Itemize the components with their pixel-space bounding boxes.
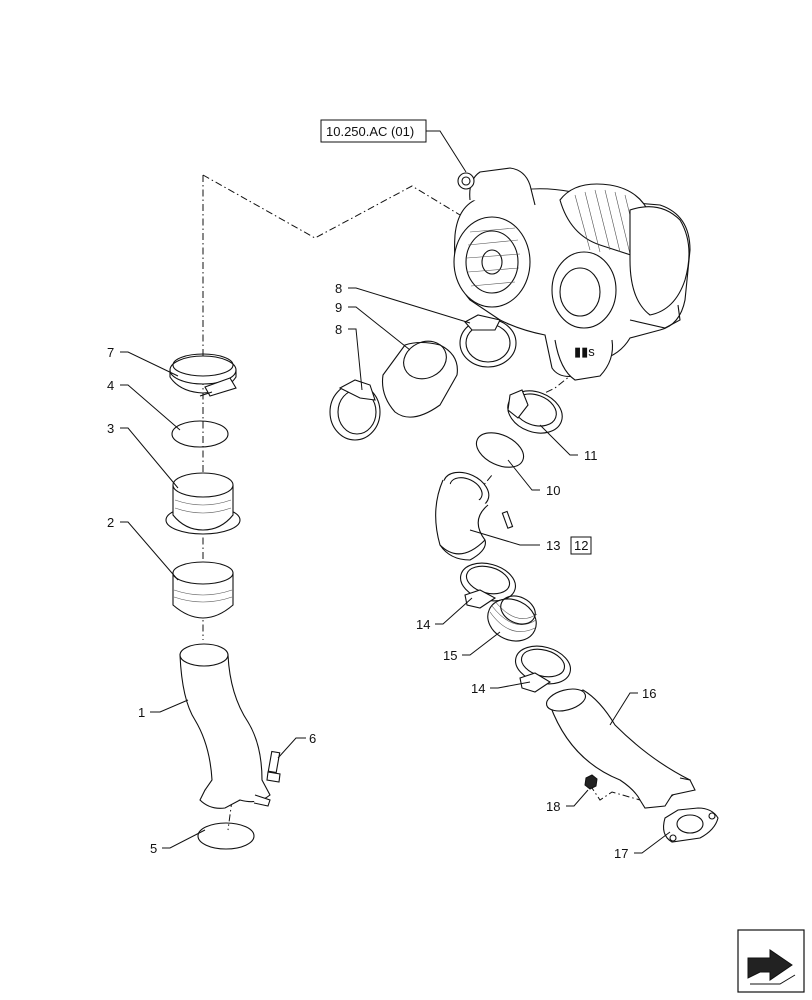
callout-4: 4 (107, 378, 114, 393)
callout-3: 3 (107, 421, 114, 436)
callout-11: 11 (584, 448, 598, 463)
callout-7: 7 (107, 345, 114, 360)
part-7-vband-clamp (169, 353, 237, 397)
part-15-bellows (487, 595, 538, 642)
callout-8-lower: 8 (335, 322, 342, 337)
part-13-pin (501, 510, 514, 529)
reference-box-label[interactable]: 10.250.AC (01) (326, 124, 414, 139)
callout-16: 16 (642, 686, 656, 701)
callout-17: 17 (614, 846, 628, 861)
part-14-clamp-upper (460, 562, 516, 609)
turbo-casting-marking: ▮▮s (574, 344, 595, 359)
part-16-pipe (545, 688, 696, 809)
callout-13: 13 (546, 538, 560, 553)
callout-12-box (570, 536, 592, 555)
callout-18: 18 (546, 799, 560, 814)
callout-6: 6 (309, 731, 316, 746)
callout-14-upper: 14 (416, 617, 430, 632)
part-12-elbow (435, 471, 490, 561)
reference-link[interactable]: 10.250.AC (01) (320, 119, 427, 143)
part-14-clamp-lower (515, 645, 571, 693)
callout-2: 2 (107, 515, 114, 530)
part-8-clamp-upper (459, 314, 517, 368)
callout-12: 12 (574, 538, 588, 553)
part-11-clamp (507, 389, 563, 434)
part-18-nut (584, 774, 598, 790)
callout-14-lower: 14 (471, 681, 485, 696)
part-6-bolt (266, 750, 281, 783)
part-1-pipe (179, 643, 271, 809)
callout-10: 10 (546, 483, 560, 498)
part-3-flanged-sleeve (165, 472, 241, 535)
part-17-gasket (663, 807, 719, 843)
turbocharger-assembly: ▮▮s (453, 167, 691, 381)
callout-1: 1 (138, 705, 145, 720)
part-8-clamp-lower (329, 379, 381, 441)
callout-8-upper: 8 (335, 281, 342, 296)
part-10-o-ring (475, 432, 525, 468)
callout-leaders (120, 287, 671, 854)
part-2-sleeve (172, 561, 234, 619)
callout-15: 15 (443, 648, 457, 663)
part-5-gasket (197, 822, 255, 850)
callout-numbers: 7 4 3 2 1 5 6 8 9 8 11 10 13 12 14 15 14… (107, 281, 656, 861)
next-page-arrow-icon[interactable] (737, 929, 805, 993)
part-9-sleeve (381, 340, 458, 418)
callout-9: 9 (335, 300, 342, 315)
callout-5: 5 (150, 841, 157, 856)
part-4-o-ring (171, 420, 229, 448)
